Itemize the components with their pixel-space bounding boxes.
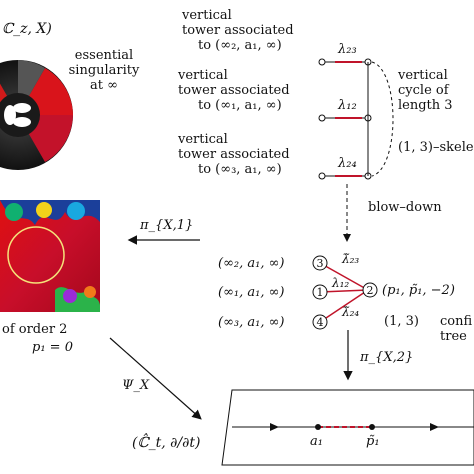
pi-x2-label: π_{X,2} <box>360 350 414 365</box>
tree-node-1: 1 <box>316 286 324 299</box>
tree-row-1: (∞₂, a₁, ∞) <box>218 256 285 271</box>
essential-line-3: at ∞ <box>90 78 118 93</box>
tree-row-3: (∞₃, a₁, ∞) <box>218 315 285 330</box>
tree-edge-12: λ₁₂ <box>332 276 350 290</box>
space-label: ℂ_z, X) <box>2 21 52 37</box>
essential-line-2: singularity <box>68 63 140 78</box>
tower-3-line-2: tower associated <box>178 147 290 162</box>
tower-2-line-1: vertical <box>178 68 228 83</box>
tower-1-line-2: tower associated <box>182 23 294 38</box>
tree-node-2: 2 <box>366 284 374 297</box>
essential-line-1: essential <box>74 48 134 63</box>
vertical-cycle-schematic <box>318 58 394 180</box>
lambda-23-top: λ₂₃ <box>338 42 357 57</box>
psi-x-arrow <box>109 337 202 420</box>
point-p1-label: p̃₁ <box>366 434 380 449</box>
tree-edge-24: λ̃₂₄ <box>342 305 360 319</box>
tree-node-3: 3 <box>316 257 324 270</box>
mid-left-line-2: p₁ = 0 <box>32 340 73 355</box>
phase-plot-image <box>0 200 100 312</box>
psi-x-label: Ψ_X <box>122 378 150 393</box>
tree-edge-23: λ̃₂₃ <box>342 252 360 266</box>
singularity-disk-image <box>0 60 73 170</box>
tower-3-line-3: to (∞₃, a₁, ∞) <box>198 162 282 177</box>
point-a1-label: a₁ <box>310 434 323 449</box>
tree-edges <box>319 262 369 323</box>
cycle-line-1: vertical <box>398 68 448 83</box>
tower-1-line-3: to (∞₂, a₁, ∞) <box>198 38 282 53</box>
lambda-24-top: λ₂₄ <box>338 156 357 171</box>
complex-plane <box>221 389 474 466</box>
tree-tree-label: tree <box>440 329 467 344</box>
tree-node-4: 4 <box>316 316 324 329</box>
tower-2-line-3: to (∞₁, a₁, ∞) <box>198 98 282 113</box>
tree-row-2: (∞₁, a₁, ∞) <box>218 285 285 300</box>
tree-pair-label: (1, 3) <box>384 314 419 329</box>
tower-3-line-1: vertical <box>178 132 228 147</box>
tree-conf-label: confi <box>440 314 473 329</box>
tower-1-line-1: vertical <box>182 8 232 23</box>
cycle-line-3: length 3 <box>398 98 453 113</box>
bottom-space-label: (ℂ̂_t, ∂/∂t) <box>132 435 201 451</box>
tower-2-line-2: tower associated <box>178 83 290 98</box>
mid-left-line-1: of order 2 <box>2 322 68 337</box>
blow-down-label: blow–down <box>368 200 442 215</box>
tree-node2-label: (p₁, p̃₁, −2) <box>382 283 455 298</box>
cycle-line-2: cycle of <box>398 83 449 98</box>
pi-x1-label: π_{X,1} <box>140 218 194 233</box>
skeleton-label: (1, 3)–skele <box>398 140 474 155</box>
lambda-12-top: λ₁₂ <box>338 98 357 113</box>
tree-nodes <box>312 255 378 330</box>
